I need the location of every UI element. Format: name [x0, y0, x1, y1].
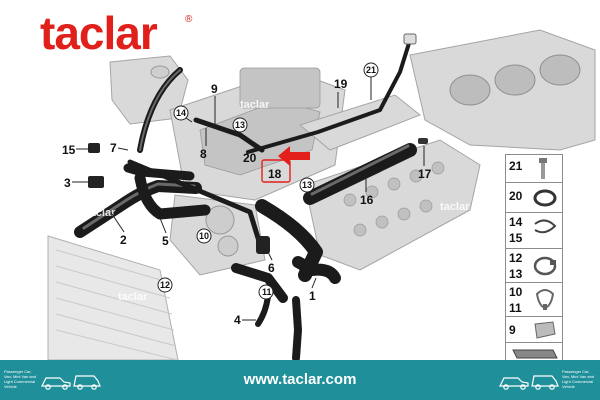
callout-18: 18 — [268, 167, 282, 181]
callout-5: 5 — [162, 234, 169, 248]
callout-3: 3 — [64, 176, 71, 190]
expansion-tank — [109, 55, 189, 125]
callout-1: 1 — [309, 289, 316, 303]
callout-9: 9 — [211, 82, 218, 96]
legend-label-20: 20 — [509, 189, 523, 203]
callout-12: 12 — [160, 280, 170, 290]
registered-mark: ® — [185, 14, 193, 25]
callout-13: 13 — [235, 120, 245, 130]
brand-logo: taclar — [40, 7, 158, 59]
gasket-icon — [512, 349, 558, 359]
legend-label-13: 13 — [509, 267, 523, 281]
spring-clamp-icon — [534, 219, 557, 234]
callout-10: 10 — [199, 231, 209, 241]
callout-11: 11 — [262, 287, 272, 297]
watermark-text: taclar — [430, 281, 460, 293]
callout-15: 15 — [62, 143, 76, 157]
parts-legend: 21 20 14 15 12 13 10 11 9 — [505, 154, 563, 364]
callout-2: 2 — [120, 233, 127, 247]
bolt-icon — [539, 158, 547, 179]
watermark-text: taclar — [86, 207, 116, 219]
callout-8: 8 — [200, 147, 207, 161]
callout-19: 19 — [334, 77, 348, 91]
legend-label-21: 21 — [509, 159, 523, 173]
hose-clamp-icon — [533, 256, 557, 276]
vehicles-icon — [499, 375, 559, 390]
legend-label-11: 11 — [509, 301, 522, 315]
cylinder-block — [409, 29, 596, 151]
callout-16: 16 — [360, 193, 374, 207]
footer-url-link[interactable]: www.taclar.com — [243, 371, 357, 388]
hose-network — [74, 33, 428, 360]
watermark-text: taclar — [330, 287, 360, 299]
spring-clip-icon — [535, 289, 555, 310]
footer-note: Passenger Car, Van, Mini Van and Light C… — [562, 369, 595, 389]
legend-label-10: 10 — [509, 285, 523, 299]
callout-17: 17 — [418, 167, 432, 181]
callout-4: 4 — [234, 313, 241, 327]
vehicles-icon — [41, 375, 101, 390]
callouts: 15 3 7 2 5 14 9 8 13 — [62, 62, 432, 327]
highlight-arrow — [261, 146, 310, 183]
footer-vehicles-left: Passenger Car, Van, Mini Van and Light C… — [2, 366, 102, 394]
callout-13: 13 — [302, 180, 312, 190]
watermark-text: taclar — [118, 291, 148, 303]
callout-21: 21 — [366, 65, 376, 75]
footer-note: Passenger Car, Van, Mini Van and Light C… — [4, 369, 37, 389]
callout-7: 7 — [110, 141, 117, 155]
o-ring-icon — [533, 189, 557, 207]
cooling-hose-diagram: taclar taclar taclar taclar taclar tacla… — [47, 29, 596, 360]
callout-20: 20 — [243, 151, 257, 165]
watermark-text: taclar — [240, 99, 270, 111]
retainer-clip-icon — [534, 321, 556, 339]
footer-vehicles-right: Passenger Car, Van, Mini Van and Light C… — [498, 366, 598, 394]
legend-label-14: 14 — [509, 215, 523, 229]
radiator — [47, 235, 179, 360]
watermark-text: taclar — [440, 201, 470, 213]
footer-bar: Passenger Car, Van, Mini Van and Light C… — [0, 360, 600, 400]
legend-label-9: 9 — [509, 323, 516, 337]
watermarks: taclar taclar taclar taclar taclar tacla… — [86, 99, 470, 303]
callout-6: 6 — [268, 261, 275, 275]
legend-label-15: 15 — [509, 231, 523, 245]
callout-14: 14 — [176, 108, 186, 118]
legend-label-12: 12 — [509, 251, 523, 265]
